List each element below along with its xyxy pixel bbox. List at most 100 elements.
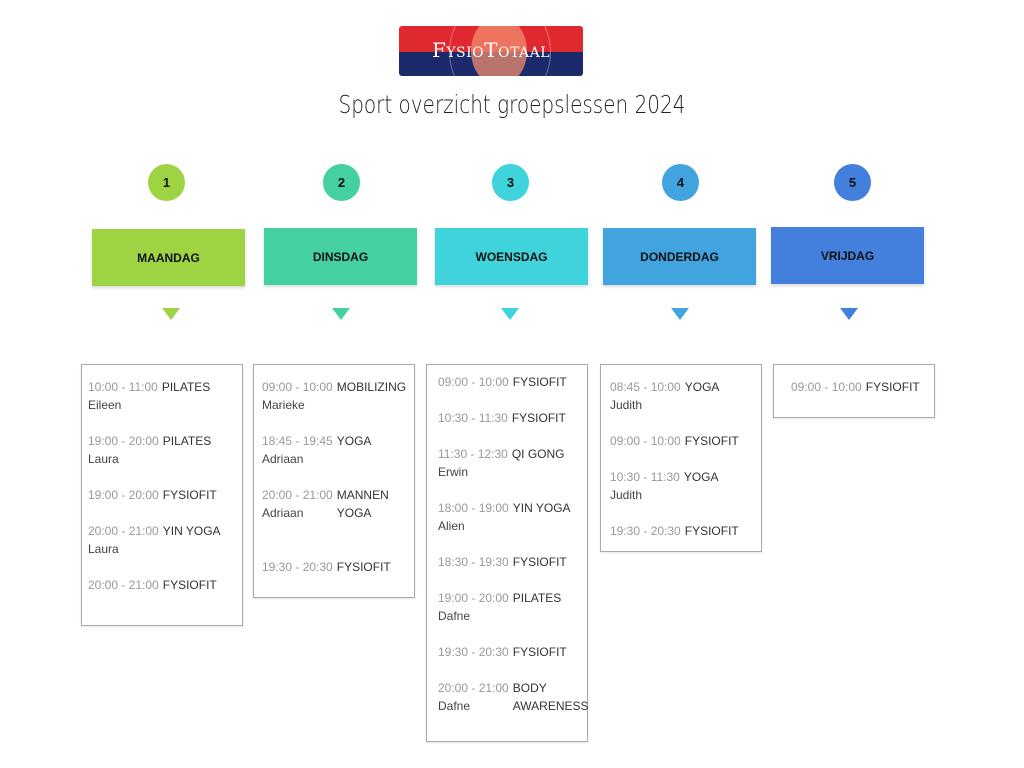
arrow-down-icon — [840, 308, 858, 320]
fysiototaal-logo: FysioTotaal — [399, 26, 583, 76]
class-entry: 19:00 - 20:00 PILATES Dafne — [438, 589, 587, 625]
class-entry: 20:00 - 21:00 FYSIOFIT — [88, 576, 242, 594]
day-header-dinsdag: DINSDAG — [264, 228, 417, 285]
instructor-name: Adriaan — [262, 506, 304, 520]
class-time: 19:30 - 20:30 — [610, 524, 681, 538]
class-name: YOGA — [684, 380, 720, 394]
instructor-name: Dafne — [438, 609, 471, 623]
class-name: BODY AWARENESS — [512, 681, 589, 713]
class-time: 10:30 - 11:30 — [610, 470, 680, 484]
class-name: YOGA — [336, 434, 372, 448]
class-time: 19:00 - 20:00 — [438, 591, 509, 605]
day-header-maandag: MAANDAG — [92, 229, 245, 286]
schedule-box-vrijdag: 09:00 - 10:00 FYSIOFIT — [773, 364, 935, 418]
class-name: FYSIOFIT — [512, 375, 567, 389]
class-time: 09:00 - 10:00 — [791, 380, 862, 394]
step-circle-vrijdag: 5 — [834, 164, 871, 201]
class-time: 20:00 - 21:00 — [88, 524, 159, 538]
class-name: YIN YOGA — [512, 501, 571, 515]
class-time: 19:30 - 20:30 — [438, 645, 509, 659]
class-time: 09:00 - 10:00 — [438, 375, 509, 389]
class-entry: 09:00 - 10:00 MOBILIZING Marieke — [262, 378, 414, 414]
class-time: 10:00 - 11:00 — [88, 380, 158, 394]
instructor-name: Dafne — [438, 699, 471, 713]
arrow-down-icon — [671, 308, 689, 320]
class-name: FYSIOFIT — [512, 645, 567, 659]
class-name: MOBILIZING — [336, 380, 407, 394]
class-entry: 11:30 - 12:30 QI GONG Erwin — [438, 445, 587, 481]
step-circle-woensdag: 3 — [492, 164, 529, 201]
class-time: 11:30 - 12:30 — [438, 447, 508, 461]
class-name: FYSIOFIT — [684, 524, 739, 538]
class-time: 08:45 - 10:00 — [610, 380, 681, 394]
class-time: 20:00 - 21:00 — [88, 578, 159, 592]
instructor-name: Erwin — [438, 465, 469, 479]
class-name: QI GONG — [511, 447, 565, 461]
class-time: 20:00 - 21:00 — [438, 681, 509, 695]
class-name: FYSIOFIT — [162, 488, 217, 502]
class-name: FYSIOFIT — [512, 555, 567, 569]
class-entry: 20:00 - 21:00 BODY AWARENESS Dafne — [438, 679, 589, 715]
class-name: YOGA — [683, 470, 719, 484]
class-entry: 18:30 - 19:30 FYSIOFIT — [438, 553, 587, 571]
day-header-donderdag: DONDERDAG — [603, 228, 756, 285]
class-time: 10:30 - 11:30 — [438, 411, 508, 425]
class-entry: 20:00 - 21:00 MANNEN YOGA Adriaan — [262, 486, 414, 522]
logo-text: FysioTotaal — [431, 38, 551, 62]
class-time: 18:30 - 19:30 — [438, 555, 509, 569]
class-entry: 09:00 - 10:00 FYSIOFIT — [438, 373, 587, 391]
step-circle-dinsdag: 2 — [323, 164, 360, 201]
class-entry: 10:30 - 11:30 YOGA Judith — [610, 468, 761, 504]
class-entry: 19:30 - 20:30 FYSIOFIT — [438, 643, 587, 661]
class-name: FYSIOFIT — [511, 411, 566, 425]
class-entry: 10:30 - 11:30 FYSIOFIT — [438, 409, 587, 427]
class-name: YIN YOGA — [162, 524, 221, 538]
instructor-name: Alien — [438, 519, 465, 533]
day-header-vrijdag: VRIJDAG — [771, 227, 924, 284]
class-time: 09:00 - 10:00 — [610, 434, 681, 448]
class-name: PILATES — [161, 380, 211, 394]
class-time: 18:45 - 19:45 — [262, 434, 333, 448]
class-time: 20:00 - 21:00 — [262, 488, 333, 502]
instructor-name: Judith — [610, 398, 643, 412]
class-entry: 09:00 - 10:00 FYSIOFIT — [610, 432, 761, 450]
arrow-down-icon — [501, 308, 519, 320]
class-time: 19:00 - 20:00 — [88, 488, 159, 502]
class-entry: 20:00 - 21:00 YIN YOGA Laura — [88, 522, 242, 558]
class-entry: 19:30 - 20:30 FYSIOFIT — [262, 558, 414, 576]
instructor-name: Adriaan — [262, 452, 304, 466]
class-time: 19:30 - 20:30 — [262, 560, 333, 574]
arrow-down-icon — [332, 308, 350, 320]
day-header-woensdag: WOENSDAG — [435, 228, 588, 285]
class-entry: 10:00 - 11:00 PILATES Eileen — [88, 378, 242, 414]
class-name: MANNEN YOGA — [336, 488, 389, 520]
step-circle-maandag: 1 — [148, 164, 185, 201]
class-entry: 08:45 - 10:00 YOGA Judith — [610, 378, 761, 414]
instructor-name: Marieke — [262, 398, 305, 412]
schedule-box-woensdag: 09:00 - 10:00 FYSIOFIT 10:30 - 11:30 FYS… — [426, 364, 589, 742]
class-entry: 18:00 - 19:00 YIN YOGA Alien — [438, 499, 587, 535]
class-name: PILATES — [162, 434, 212, 448]
page-title: Sport overzicht groepslessen 2024 — [338, 90, 686, 119]
instructor-name: Laura — [88, 542, 119, 556]
class-time: 09:00 - 10:00 — [262, 380, 333, 394]
class-name: FYSIOFIT — [336, 560, 391, 574]
class-name: FYSIOFIT — [684, 434, 739, 448]
instructor-name: Laura — [88, 452, 119, 466]
class-entry: 19:00 - 20:00 FYSIOFIT — [88, 486, 242, 504]
class-entry: 18:45 - 19:45 YOGA Adriaan — [262, 432, 414, 468]
class-time: 19:00 - 20:00 — [88, 434, 159, 448]
schedule-box-dinsdag: 09:00 - 10:00 MOBILIZING Marieke 18:45 -… — [253, 364, 415, 598]
class-entry: 19:30 - 20:30 FYSIOFIT — [610, 522, 761, 540]
class-name: FYSIOFIT — [162, 578, 217, 592]
instructor-name: Eileen — [88, 398, 122, 412]
class-name: FYSIOFIT — [865, 380, 920, 394]
arrow-down-icon — [162, 308, 180, 320]
class-time: 18:00 - 19:00 — [438, 501, 509, 515]
schedule-box-donderdag: 08:45 - 10:00 YOGA Judith 09:00 - 10:00 … — [600, 364, 762, 552]
class-name: PILATES — [512, 591, 562, 605]
instructor-name: Judith — [610, 488, 643, 502]
class-entry: 19:00 - 20:00 PILATES Laura — [88, 432, 242, 468]
step-circle-donderdag: 4 — [662, 164, 699, 201]
schedule-box-maandag: 10:00 - 11:00 PILATES Eileen 19:00 - 20:… — [81, 364, 243, 626]
